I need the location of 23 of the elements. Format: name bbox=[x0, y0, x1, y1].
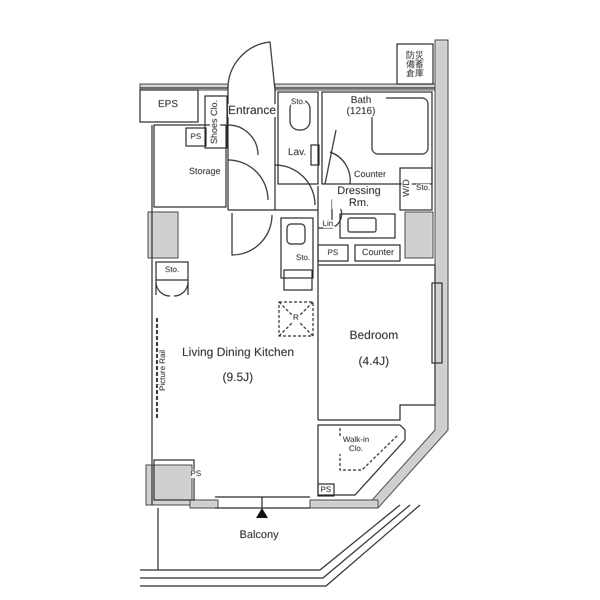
room-label: Storage bbox=[189, 167, 221, 177]
room-label: Entrance bbox=[228, 104, 276, 117]
room-label: Lav. bbox=[288, 146, 306, 158]
room-label: PS bbox=[328, 248, 338, 258]
room-label: Bedroom bbox=[350, 328, 398, 342]
room-label: Shoes Clo. bbox=[210, 100, 220, 144]
room-label: Sto. bbox=[165, 266, 180, 274]
room-label: PS bbox=[320, 486, 332, 494]
area-label: (4.4J) bbox=[358, 354, 390, 368]
room-label: Sto. bbox=[291, 98, 306, 106]
fixture-label: W/D bbox=[402, 179, 412, 197]
storage-label: 防災備蓄倉庫 bbox=[405, 50, 425, 78]
fixture-label: Counter bbox=[362, 248, 394, 258]
room-label: Sto. bbox=[296, 254, 310, 262]
room-label: Living Dining Kitchen bbox=[182, 346, 294, 359]
room-label: Balcony bbox=[240, 529, 279, 542]
room-label: Lin. bbox=[322, 220, 336, 228]
room-label: PS bbox=[190, 132, 202, 142]
area-label: (9.5J) bbox=[222, 370, 254, 384]
fixture-label: Picture Rail bbox=[158, 349, 168, 390]
fixture-label: Counter bbox=[354, 170, 386, 180]
room-label: EPS bbox=[158, 98, 178, 110]
fixture-label: R bbox=[293, 314, 299, 322]
